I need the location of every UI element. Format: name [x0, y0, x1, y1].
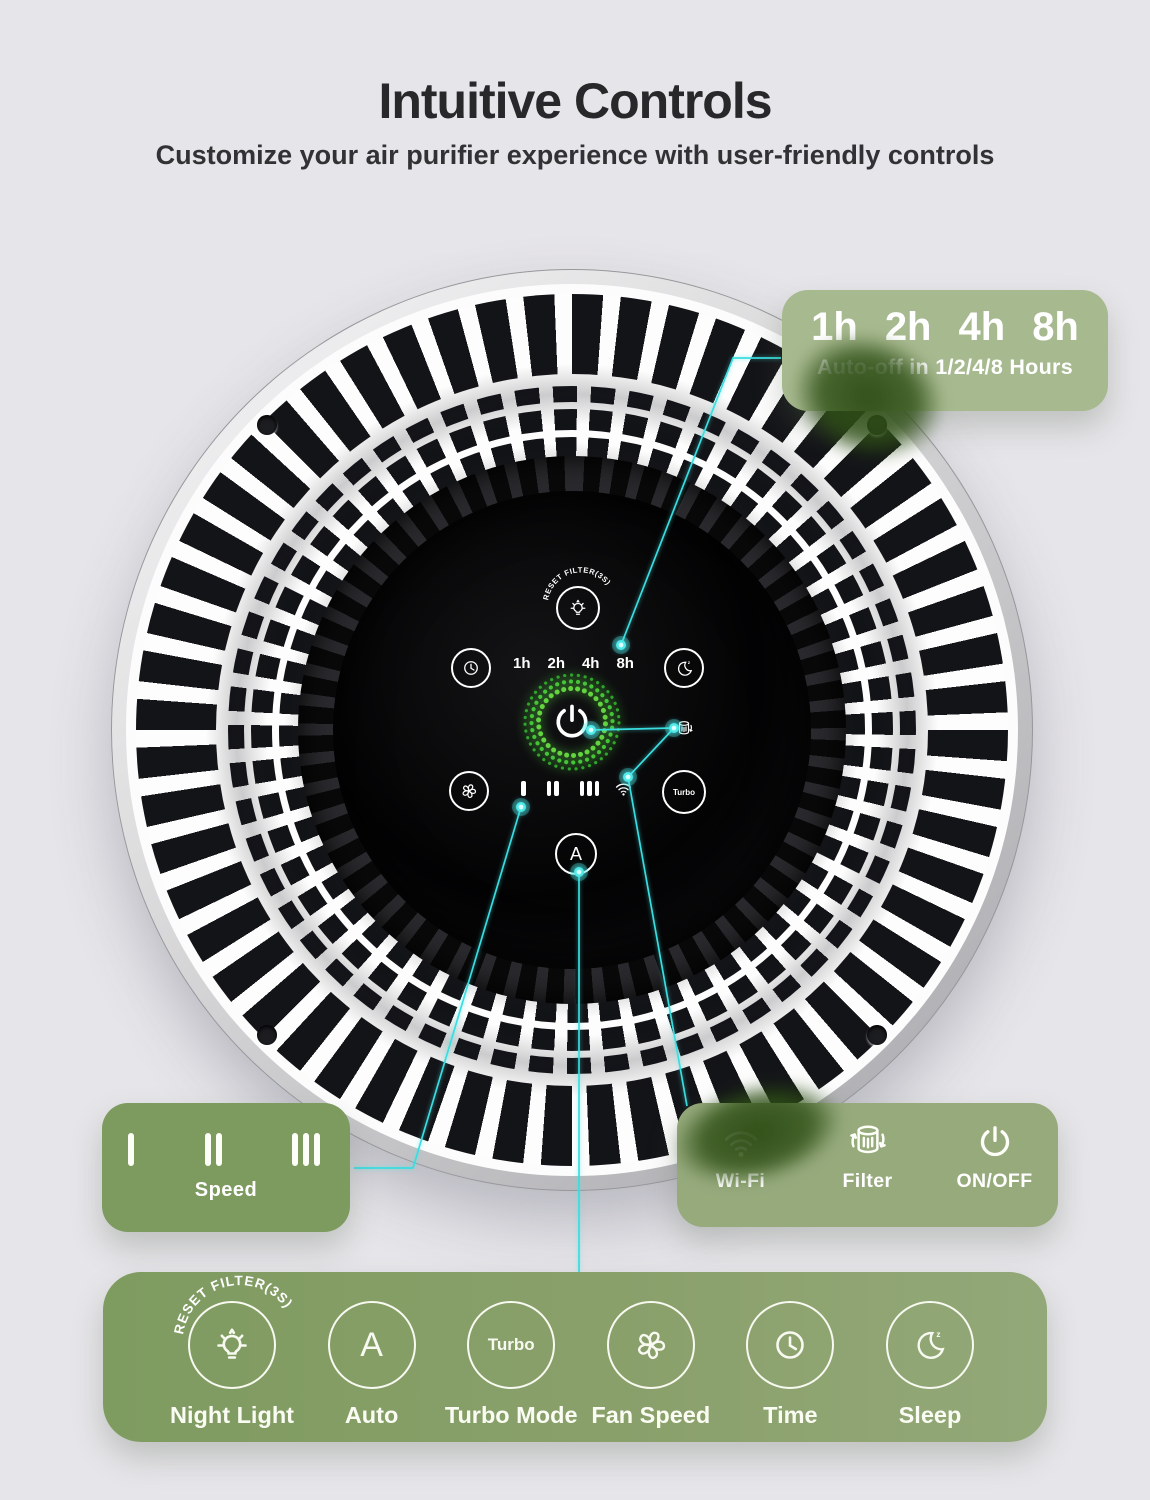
hour-8h: 8h — [1032, 305, 1079, 349]
timer-callout-caption: Auto-off in 1/2/4/8 Hours — [817, 355, 1073, 379]
on-off-item: ON/OFF — [935, 1117, 1055, 1193]
svg-text:RESET FILTER(3S): RESET FILTER(3S) — [161, 1259, 298, 1338]
connectivity-callout: Wi-Fi Filter ON/OFF — [607, 1024, 1058, 1241]
speed-bars — [102, 1103, 350, 1166]
fan-icon — [627, 1321, 675, 1369]
feature-label: Fan Speed — [591, 1402, 711, 1428]
feature-label: Night Light — [170, 1402, 294, 1428]
auto-icon: A — [360, 1325, 383, 1364]
hour-8h: 8h — [616, 655, 634, 672]
speed-callout-label: Speed — [194, 1179, 258, 1201]
turbo-button[interactable]: Turbo — [662, 770, 706, 814]
auto-button[interactable]: A — [555, 833, 597, 875]
screw-hole — [257, 415, 277, 435]
timer-icon — [459, 656, 483, 680]
speed-level-3 — [292, 1133, 320, 1166]
timer-hour-indicators: 1h 2h 4h 8h — [513, 655, 634, 672]
turbo-icon: Turbo — [487, 1335, 535, 1354]
filter-icon — [843, 1117, 893, 1167]
wifi-indicator-icon — [613, 778, 634, 799]
power-button[interactable] — [550, 700, 594, 744]
page-title: Intuitive Controls — [378, 73, 772, 129]
hour-2h: 2h — [547, 655, 565, 672]
screw-hole — [867, 1025, 887, 1045]
power-icon — [975, 1122, 1015, 1162]
hour-4h: 4h — [958, 305, 1006, 349]
feature-time: Time — [730, 1272, 850, 1442]
page-subtitle: Customize your air purifier experience w… — [155, 140, 995, 170]
feature-label: Turbo Mode — [444, 1402, 578, 1428]
night-light-icon — [566, 596, 590, 620]
fan-speed-button[interactable] — [449, 771, 489, 811]
timer-callout-hours: 1h 2h 4h 8h — [782, 290, 1108, 350]
speed-level-3 — [579, 781, 599, 796]
moon-icon — [908, 1323, 952, 1367]
hour-4h: 4h — [581, 655, 600, 672]
screw-hole — [257, 1025, 277, 1045]
reset-filter-arc-label: RESET FILTER(3S) — [161, 1259, 298, 1338]
feature-sleep: Sleep — [870, 1272, 990, 1442]
speed-level-1 — [128, 1133, 134, 1166]
timer-callout: 1h 2h 4h 8h Auto-off in 1/2/4/8 Hours — [723, 267, 1108, 528]
filter-item: Filter — [808, 1117, 928, 1193]
speed-level-indicators — [521, 781, 599, 796]
filter-label: Filter — [842, 1170, 893, 1192]
feature-label: Auto — [344, 1402, 399, 1428]
speed-level-1 — [521, 781, 526, 796]
speed-callout: Speed — [102, 1103, 350, 1232]
grille-ring — [272, 430, 872, 1030]
auto-button-label: A — [569, 843, 582, 864]
feature-auto: A Auto — [312, 1272, 432, 1442]
wifi-icon — [719, 1120, 763, 1164]
timer-button[interactable] — [451, 648, 491, 688]
wifi-item: Wi-Fi — [681, 1117, 801, 1193]
filter-indicator-icon — [672, 717, 696, 741]
fan-icon — [457, 779, 481, 803]
feature-turbo: Turbo Turbo Mode — [445, 1272, 578, 1442]
hour-1h: 1h — [513, 655, 531, 672]
on-off-label: ON/OFF — [956, 1170, 1033, 1192]
turbo-button-label: Turbo — [672, 787, 696, 797]
feature-label: Time — [763, 1402, 818, 1428]
hour-1h: 1h — [811, 305, 858, 349]
clock-icon — [766, 1321, 814, 1369]
feature-label: Sleep — [898, 1402, 962, 1428]
hour-2h: 2h — [884, 305, 932, 349]
night-light-button[interactable] — [556, 586, 600, 630]
grille-ring — [244, 402, 900, 1058]
feature-night-light: RESET FILTER(3S) Night Light — [161, 1259, 298, 1442]
feature-fan-speed: Fan Speed — [591, 1272, 711, 1442]
screw-hole — [867, 415, 887, 435]
features-callout-bar: RESET FILTER(3S) Night Light A Auto Turb… — [103, 1259, 1047, 1442]
wifi-label: Wi-Fi — [715, 1170, 766, 1192]
speed-level-2 — [546, 781, 559, 796]
sleep-icon — [673, 657, 696, 680]
speed-level-2 — [204, 1133, 222, 1166]
sleep-button[interactable] — [664, 648, 704, 688]
